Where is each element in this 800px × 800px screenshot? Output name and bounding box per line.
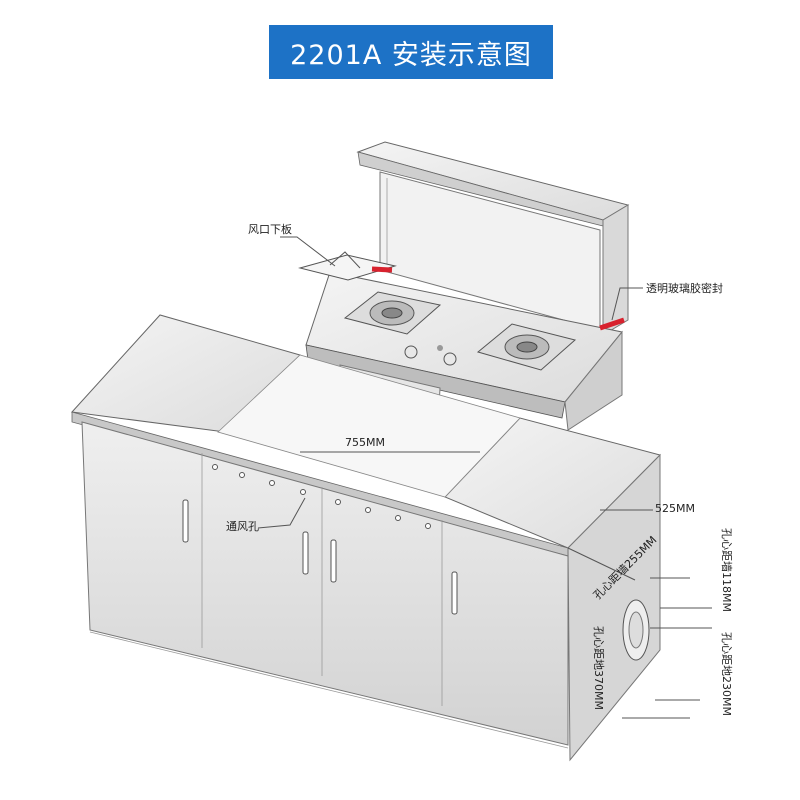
label-depth-525: 525MM <box>655 502 695 515</box>
label-hole-floor-370: 孔心距地370MM <box>592 626 605 710</box>
cabinet <box>70 314 661 762</box>
burner-right <box>476 323 577 371</box>
dimension-lines <box>257 236 712 719</box>
seal-mark-left <box>371 266 393 273</box>
seal-mark-right <box>599 317 625 331</box>
label-hole-floor-230: 孔心距地230MM <box>720 632 733 716</box>
burner-left <box>343 291 442 335</box>
label-hole-wall-118: 孔心距墙118MM <box>720 528 734 612</box>
vent-lower-plate <box>298 251 397 281</box>
label-width-755: 755MM <box>345 436 385 449</box>
door-handles <box>182 499 458 615</box>
page-title: 2201A 安装示意图 <box>269 25 553 79</box>
vent-holes <box>212 464 431 529</box>
label-vent-plate: 风口下板 <box>248 222 292 236</box>
label-vent-hole: 通风孔 <box>226 520 259 533</box>
control-knobs <box>404 345 457 366</box>
side-duct-hole <box>622 599 650 661</box>
range-hood <box>356 141 630 336</box>
label-glass-seal: 透明玻璃胶密封 <box>646 281 723 295</box>
